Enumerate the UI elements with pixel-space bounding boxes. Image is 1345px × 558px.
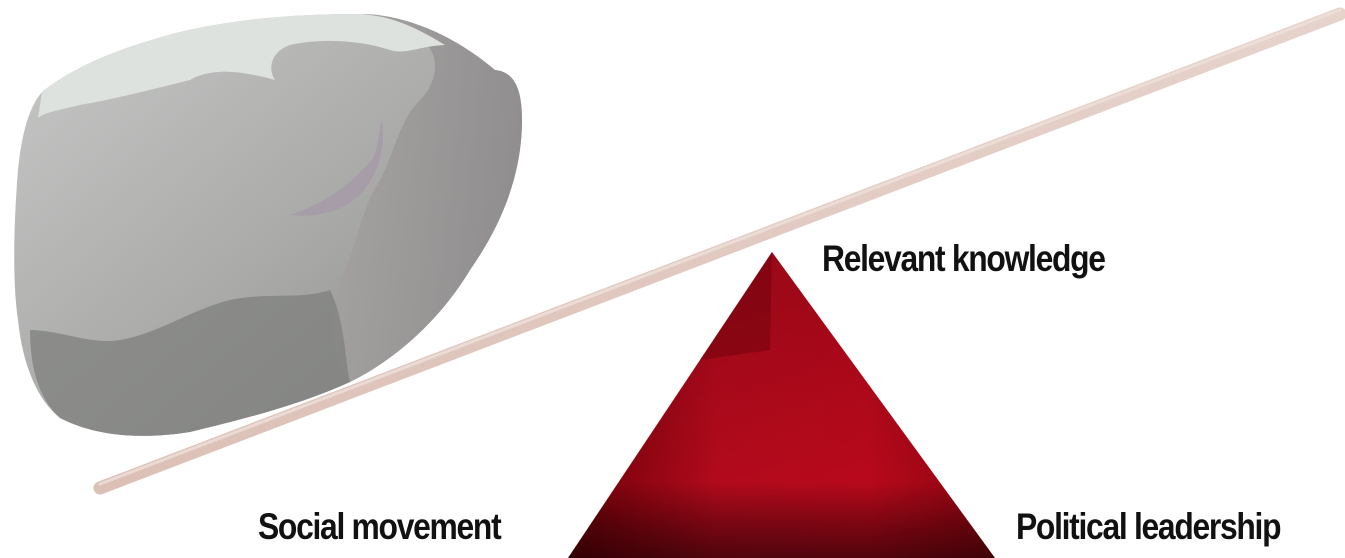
triangle-fulcrum-icon xyxy=(568,252,995,558)
boulder-icon xyxy=(14,14,522,436)
label-relevant-knowledge: Relevant knowledge xyxy=(822,238,1106,279)
label-political-leadership: Political leadership xyxy=(1016,506,1282,547)
lever-icon xyxy=(93,7,1345,495)
label-social-movement: Social movement xyxy=(258,506,502,547)
